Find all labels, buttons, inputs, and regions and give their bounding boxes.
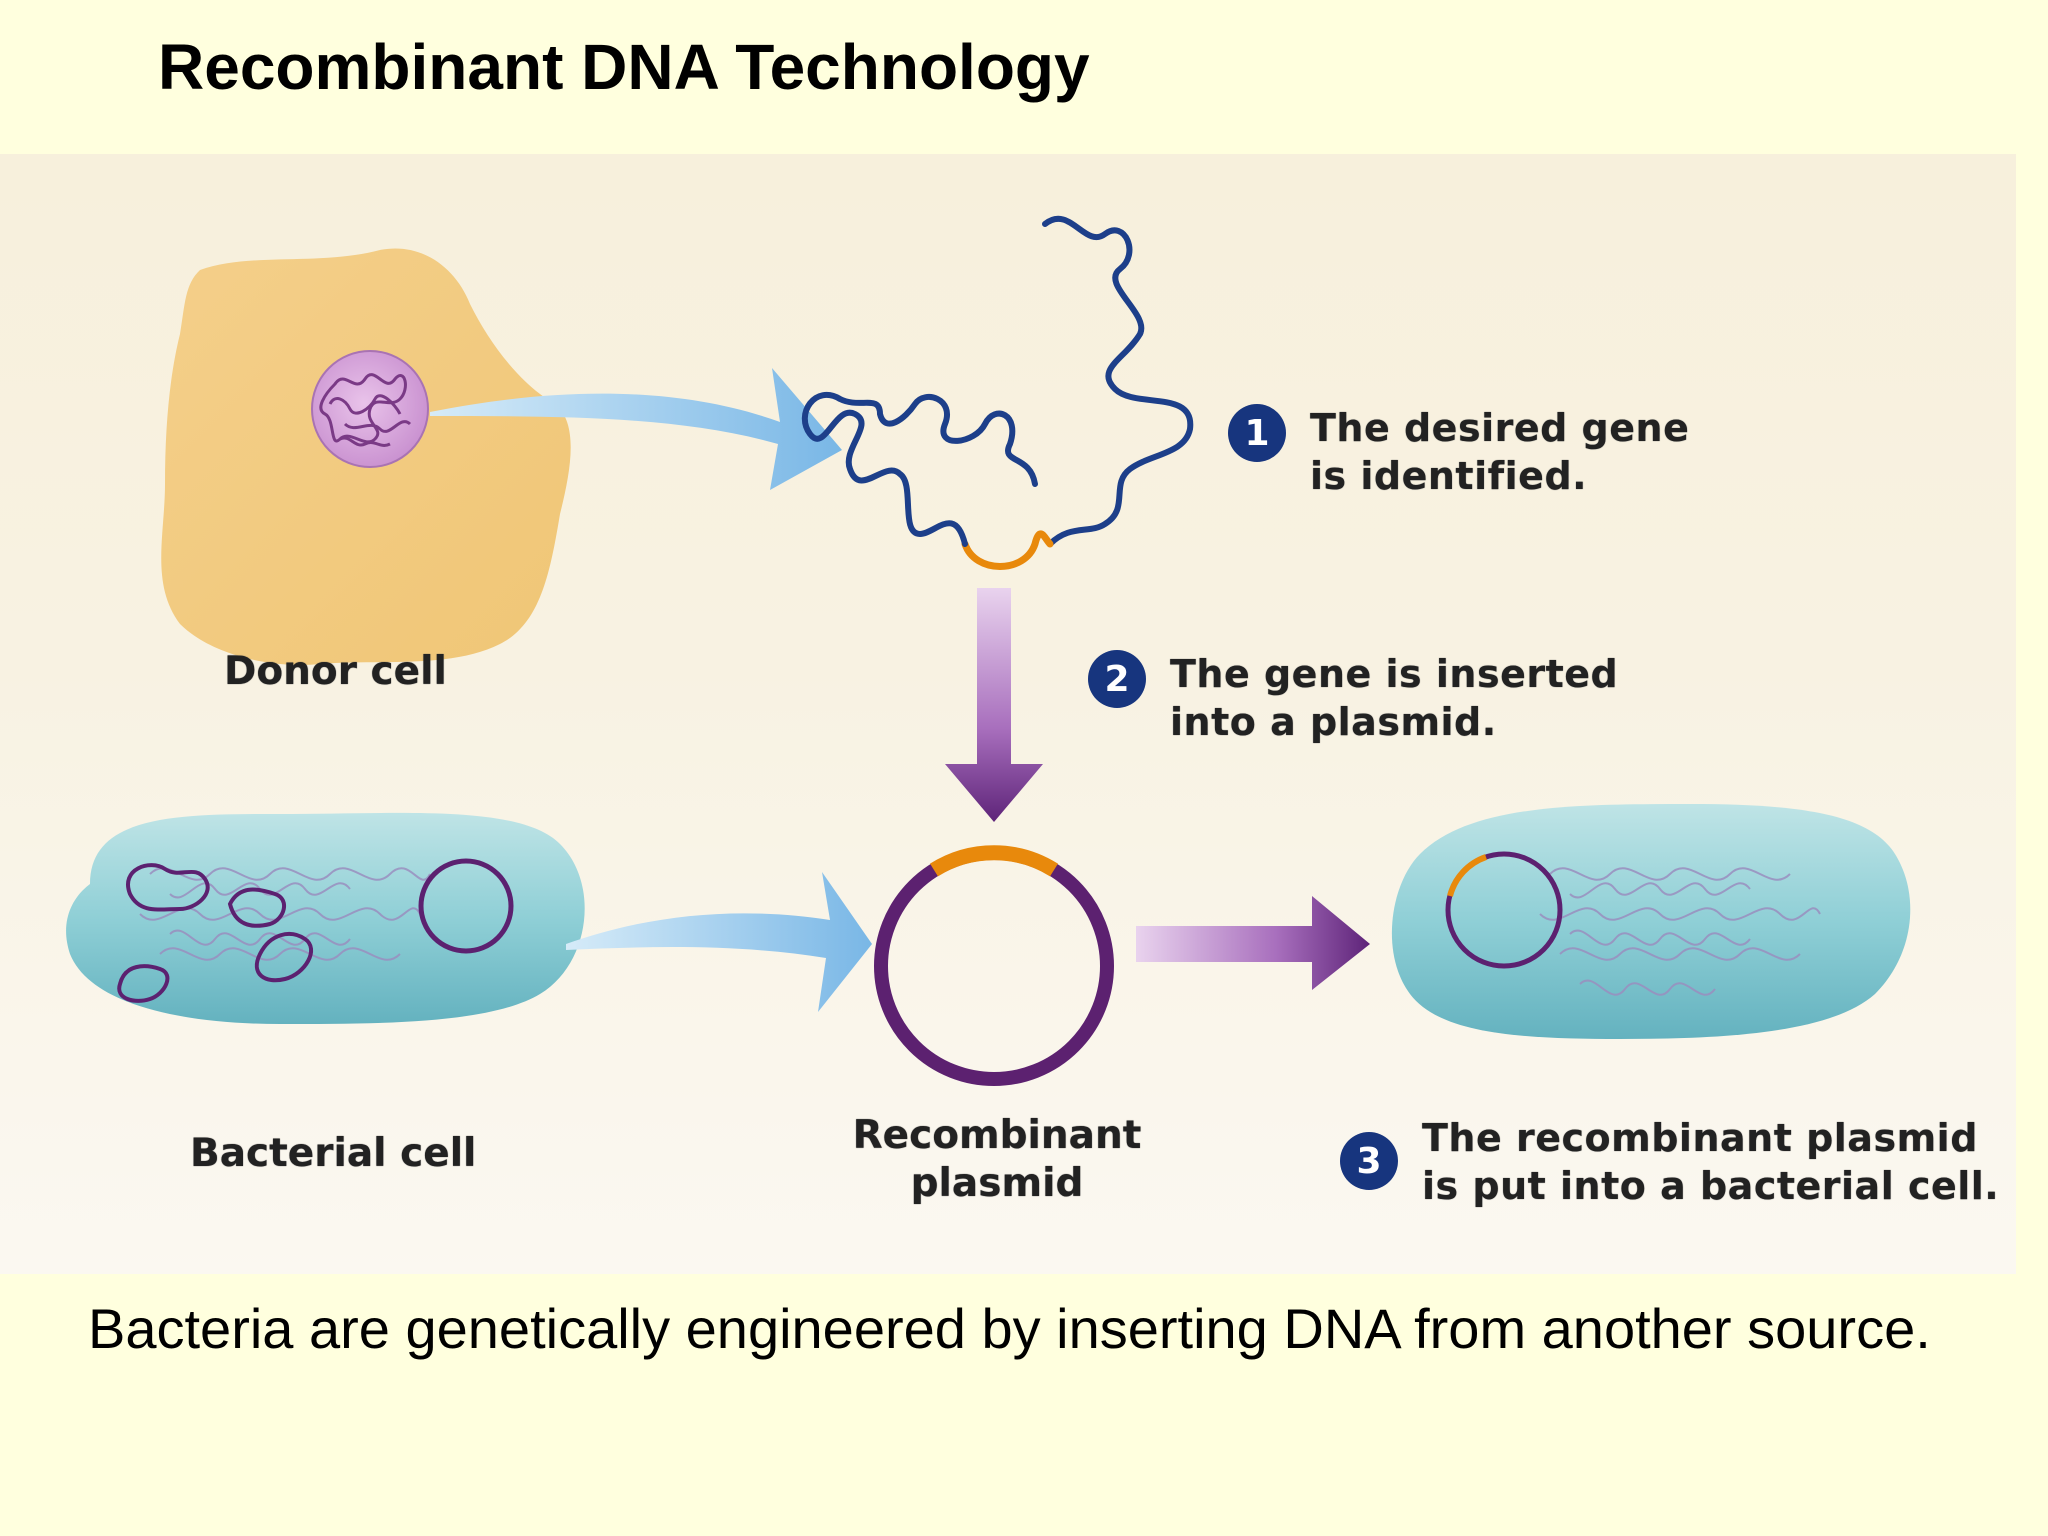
step-1-number-badge: 1 bbox=[1228, 404, 1286, 462]
chromatin bbox=[319, 373, 412, 447]
bacterial-chromosome bbox=[139, 867, 431, 961]
bacterial-cell-label: Bacterial cell bbox=[190, 1131, 477, 1176]
step-2-number-badge: 2 bbox=[1088, 650, 1146, 708]
slide-title: Recombinant DNA Technology bbox=[158, 31, 1090, 103]
recombinant-plasmid-label-line2: plasmid bbox=[910, 1161, 1084, 1206]
donor-cell-illustration bbox=[161, 248, 571, 665]
recombinant-bacterial-cell-illustration bbox=[1391, 804, 1911, 1039]
bacterial-cell-illustration bbox=[66, 812, 585, 1024]
diagram-drawing bbox=[66, 215, 1911, 1086]
step-3: 3 The recombinant plasmid is put into a … bbox=[1340, 1114, 1999, 1210]
step-1-text: The desired gene is identified. bbox=[1310, 404, 1689, 500]
arrow-down-insert bbox=[945, 588, 1043, 822]
step-2-line1: The gene is inserted bbox=[1170, 652, 1619, 696]
step-2-line2: into a plasmid. bbox=[1170, 700, 1497, 744]
step-3-text: The recombinant plasmid is put into a ba… bbox=[1422, 1114, 1999, 1210]
arrow-to-dna bbox=[430, 368, 842, 490]
step-3-line2: is put into a bacterial cell. bbox=[1422, 1164, 2000, 1208]
donor-cell-label: Donor cell bbox=[224, 649, 447, 694]
step-1-line1: The desired gene bbox=[1310, 406, 1690, 450]
step-3-number-badge: 3 bbox=[1340, 1132, 1398, 1190]
step-2: 2 The gene is inserted into a plasmid. bbox=[1088, 650, 1618, 746]
arrow-to-bacterial-cell bbox=[1136, 896, 1370, 990]
diagram-figure: Donor cell Bacterial cell Recombinant pl… bbox=[0, 154, 2016, 1274]
inserted-recombinant-plasmid bbox=[1445, 851, 1563, 969]
gene-segment bbox=[961, 530, 1054, 570]
dna-strand bbox=[801, 215, 1194, 570]
plasmid-gene-insert bbox=[930, 845, 1058, 877]
step-2-text: The gene is inserted into a plasmid. bbox=[1170, 650, 1618, 746]
slide-caption: Bacteria are genetically engineered by i… bbox=[88, 1297, 1931, 1360]
recombinant-plasmid-label: Recombinant plasmid bbox=[852, 1112, 1142, 1208]
arrow-to-recombinant-plasmid bbox=[566, 872, 872, 1012]
step-1-line2: is identified. bbox=[1310, 454, 1588, 498]
recombinant-plasmid-illustration bbox=[874, 845, 1114, 1086]
recombinant-plasmid-label-line1: Recombinant bbox=[852, 1113, 1142, 1158]
recombinant-bacterial-chromosome bbox=[1539, 867, 1821, 996]
step-1: 1 The desired gene is identified. bbox=[1228, 404, 1689, 500]
bacterial-plasmid bbox=[418, 858, 514, 954]
step-3-line1: The recombinant plasmid bbox=[1422, 1116, 1978, 1160]
